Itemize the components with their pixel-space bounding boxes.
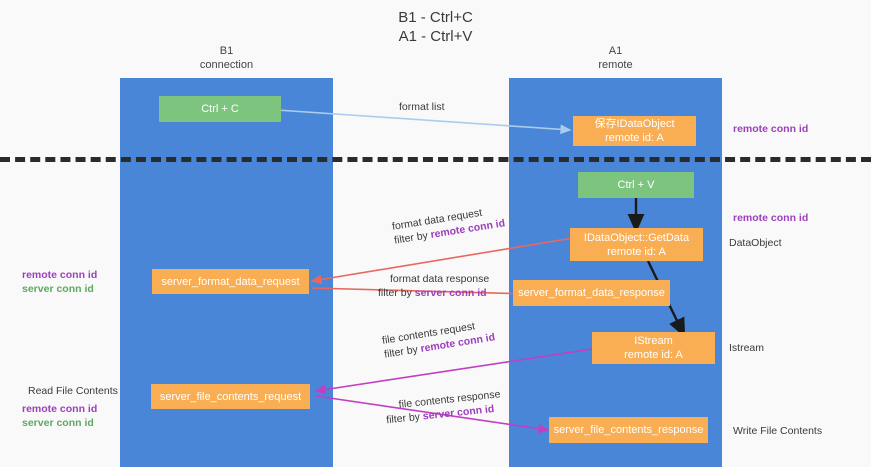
- node-istream-line1: IStream: [634, 335, 673, 347]
- edge-label-format-data-response-line2: filter by server conn id: [378, 286, 489, 300]
- node-getdata-line1: IDataObject::GetData: [583, 231, 690, 244]
- node-getdata[interactable]: IDataObject::GetData remote id: A: [570, 228, 703, 261]
- filter-prefix: filter by: [385, 410, 424, 427]
- annotation-left-server-conn-id: server conn id: [22, 283, 94, 295]
- node-ctrl-v[interactable]: Ctrl + V: [578, 172, 694, 198]
- node-istream-line2: remote id: A: [624, 349, 683, 361]
- annotation-left-remote-conn-id: remote conn id: [22, 269, 98, 281]
- title-line-1: B1 - Ctrl+C: [398, 9, 473, 26]
- node-save-dataobject[interactable]: 保存IDataObject remote id: A: [573, 116, 696, 146]
- edge-label-format-list: format list: [399, 100, 445, 114]
- column-header-b1-role: connection: [199, 59, 254, 71]
- node-ctrl-v-label: Ctrl + V: [617, 179, 655, 191]
- column-header-a1-name: A1: [608, 45, 623, 57]
- edge-label-format-list-text: format list: [399, 101, 445, 113]
- node-ctrl-c-label: Ctrl + C: [201, 103, 239, 115]
- edge-label-format-data-response-line1: format data response: [390, 273, 490, 285]
- edge-label-file-contents-response: file contents response filter by server …: [386, 387, 503, 426]
- column-header-a1: A1 remote: [509, 44, 722, 72]
- page-title: B1 - Ctrl+C A1 - Ctrl+V: [0, 8, 871, 46]
- node-ctrl-c[interactable]: Ctrl + C: [159, 96, 281, 122]
- edge-label-format-data-request: format data request filter by remote con…: [391, 202, 506, 247]
- node-istream[interactable]: IStream remote id: A: [592, 332, 715, 364]
- node-save-dataobject-line1: 保存IDataObject: [594, 118, 675, 130]
- annotation-read-file-contents: Read File Contents: [28, 385, 118, 397]
- annotation-write-file-contents: Write File Contents: [733, 425, 823, 437]
- annotation-left-bottom-remote-conn-id: remote conn id: [22, 403, 98, 415]
- edge-label-file-contents-request: file contents request filter by remote c…: [381, 316, 496, 361]
- annotation-istream: Istream: [729, 342, 765, 354]
- annotation-right-top-remote-conn-id: remote conn id: [733, 123, 809, 135]
- node-save-dataobject-line2: remote id: A: [605, 132, 664, 144]
- column-header-a1-role: remote: [598, 59, 633, 71]
- annotation-dataobject: DataObject: [729, 237, 782, 249]
- node-server-file-contents-response-label: server_file_contents_response: [553, 424, 704, 436]
- node-server-file-contents-response[interactable]: server_file_contents_response: [549, 417, 708, 443]
- node-server-format-data-response-label: server_format_data_response: [518, 287, 665, 299]
- node-server-format-data-request[interactable]: server_format_data_request: [152, 269, 309, 294]
- node-server-format-data-response[interactable]: server_format_data_response: [513, 280, 670, 306]
- filter-key-server-conn-id: server conn id: [414, 287, 487, 299]
- node-server-format-data-request-label: server_format_data_request: [161, 275, 300, 288]
- node-server-file-contents-request[interactable]: server_file_contents_request: [151, 384, 310, 409]
- filter-prefix: filter by: [378, 287, 415, 299]
- section-divider: [0, 157, 871, 162]
- annotation-left-bottom-server-conn-id: server conn id: [22, 417, 94, 429]
- column-header-b1-name: B1: [219, 45, 234, 57]
- node-server-file-contents-request-label: server_file_contents_request: [159, 390, 302, 403]
- edge-label-format-data-response: format data response filter by server co…: [378, 272, 490, 300]
- annotation-right-mid-remote-conn-id: remote conn id: [733, 212, 809, 224]
- column-header-b1: B1 connection: [120, 44, 333, 72]
- title-line-2: A1 - Ctrl+V: [398, 28, 473, 45]
- node-getdata-line2: remote id: A: [607, 245, 666, 258]
